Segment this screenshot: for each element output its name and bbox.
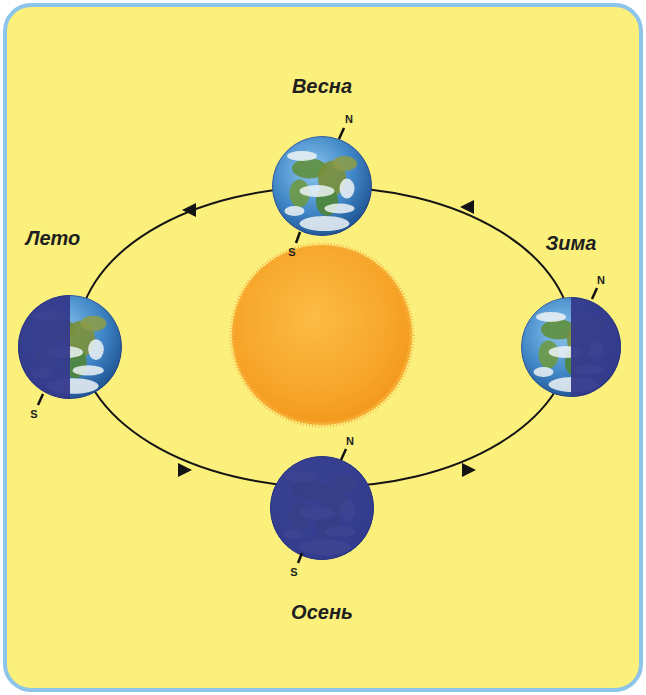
- season-label: Зима: [546, 232, 597, 254]
- season-label: Весна: [292, 75, 352, 97]
- night-side: [571, 297, 621, 397]
- globe-rim: [271, 457, 374, 560]
- cloud: [300, 185, 335, 197]
- cloud: [534, 367, 554, 377]
- season-label: Лето: [26, 227, 81, 249]
- cloud: [340, 179, 355, 199]
- continent: [332, 156, 357, 171]
- season-label: Осень: [291, 601, 353, 623]
- cloud: [285, 206, 305, 216]
- globe-rim: [273, 137, 372, 236]
- cloud: [325, 204, 355, 214]
- earth-globe: [18, 295, 122, 399]
- pole-label: S: [30, 408, 37, 420]
- globe-rim: [522, 298, 621, 397]
- axis-line: [298, 553, 302, 563]
- pole-label: N: [597, 274, 605, 286]
- axis-line: [38, 394, 43, 405]
- sun: [235, 248, 409, 422]
- cloud: [73, 365, 104, 375]
- axis-line: [339, 128, 344, 139]
- cloud: [88, 339, 104, 360]
- cloud: [300, 216, 350, 231]
- earth-globes: [18, 136, 621, 560]
- axis-line: [341, 449, 346, 460]
- night-side: [18, 295, 70, 399]
- cloud: [536, 312, 566, 322]
- earth-ocean: [272, 136, 372, 236]
- night-side: [270, 456, 374, 560]
- earth-axes: [38, 128, 597, 563]
- cloud: [287, 151, 317, 161]
- pole-label: S: [290, 566, 297, 578]
- orbit-arrow: [462, 463, 476, 477]
- earth-ocean: [18, 295, 122, 399]
- axis-line: [592, 288, 597, 299]
- orbit-arrow: [182, 203, 196, 217]
- pole-label: N: [345, 113, 353, 125]
- earth-globe: [270, 456, 374, 560]
- pole-label: N: [346, 435, 354, 447]
- earth-globe: [521, 297, 621, 397]
- orbit-arrow: [178, 463, 192, 477]
- axis-line: [296, 232, 300, 243]
- pole-label: S: [288, 246, 295, 258]
- orbit-arrow: [460, 200, 474, 214]
- globe-rim: [19, 296, 122, 399]
- sun-glow: [232, 245, 412, 425]
- earth-ocean: [270, 456, 374, 560]
- earth-ocean: [521, 297, 621, 397]
- earth-globe: [272, 136, 372, 236]
- panel-background: [5, 5, 641, 690]
- continent: [80, 316, 106, 332]
